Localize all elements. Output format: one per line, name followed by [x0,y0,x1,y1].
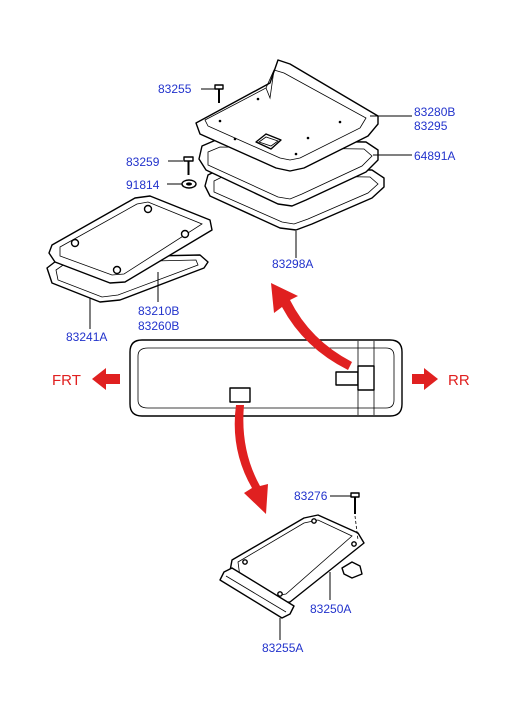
indicator-arrows [92,283,438,514]
front-access-hole [229,387,251,403]
part-83210B [48,195,213,284]
lower-cover-assembly [219,492,365,619]
arrow-to-upper-assembly [271,283,352,370]
vent-square [255,133,282,150]
label-64891A: 64891A [414,149,455,163]
floor-panel-outline [129,339,403,417]
leader-lines [89,88,412,640]
rear-access-handle [335,371,359,386]
label-83255: 83255 [158,82,192,96]
label-83298A: 83298A [272,257,313,271]
label-83210B: 83210B [138,304,179,318]
rear-direction-arrow [412,368,438,390]
label-83295: 83295 [414,119,448,133]
label-83276: 83276 [294,489,328,503]
part-83280B [195,59,379,172]
bolt-83259 [183,156,194,175]
upper-cover-assembly [181,59,385,231]
label-83260B: 83260B [138,319,179,333]
bolt-83255 [214,84,224,103]
front-direction-arrow [92,368,120,390]
bolt-83276 [350,492,360,514]
direction-labels: FRT RR [52,372,470,389]
label-83280B: 83280B [414,105,455,119]
nut-91814 [181,179,197,189]
label-83255A: 83255A [262,641,303,655]
label-91814: 91814 [126,178,160,192]
part-labels: 83255 83280B 83295 83259 64891A 91814 83… [66,82,455,655]
label-83250A: 83250A [310,602,351,616]
arrow-to-lower-cover [234,405,268,514]
label-83259: 83259 [126,155,160,169]
left-cover-assembly [46,195,213,303]
front-label: FRT [52,372,81,389]
label-83241A: 83241A [66,330,107,344]
rear-label: RR [448,372,470,389]
